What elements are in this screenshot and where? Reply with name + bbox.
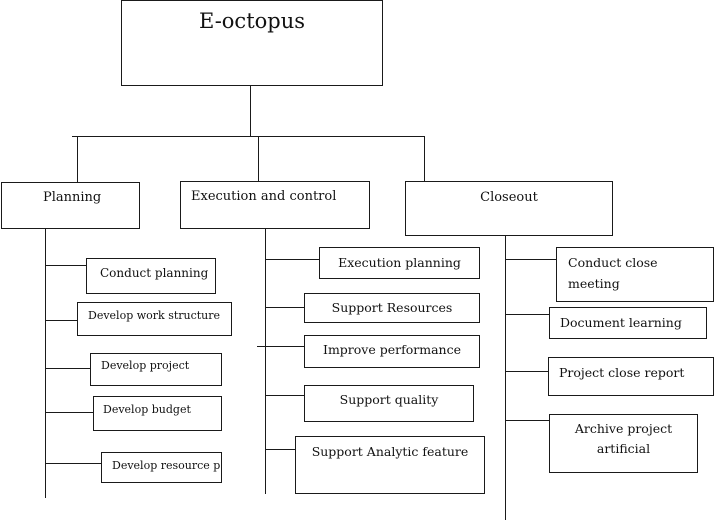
task-node: Improve performance xyxy=(304,335,480,368)
branch-label: Planning xyxy=(43,190,102,205)
tick xyxy=(505,314,550,315)
root-stem xyxy=(250,85,251,137)
task-label: Develop resource p xyxy=(112,459,221,472)
tick xyxy=(45,463,102,464)
task-label: Execution planning xyxy=(338,255,461,270)
task-node: Conduct planning xyxy=(86,258,216,294)
root-node: E-octopus xyxy=(121,0,383,86)
task-label: Develop budget xyxy=(103,403,191,416)
drop-planning xyxy=(77,136,78,182)
task-label: Archive project artificial xyxy=(574,421,673,456)
tick xyxy=(45,412,93,413)
task-label: Develop project xyxy=(101,359,190,372)
task-node: Document learning xyxy=(549,307,707,339)
spine-execution xyxy=(265,228,266,494)
task-label: Support Analytic feature xyxy=(311,444,469,459)
task-node: Develop budget xyxy=(93,396,222,431)
task-label: Develop work structure xyxy=(88,309,221,322)
tick xyxy=(265,307,305,308)
task-node: Support Analytic feature xyxy=(295,436,485,494)
branch-execution: Execution and control xyxy=(180,181,370,229)
task-node: Archive project artificial xyxy=(549,414,698,473)
branch-label: Closeout xyxy=(480,190,538,205)
task-node: Support quality xyxy=(304,385,474,422)
branch-label: Execution and control xyxy=(191,189,337,204)
task-node: Develop project xyxy=(90,353,222,386)
drop-execution xyxy=(258,136,259,181)
task-node: Execution planning xyxy=(319,247,480,279)
tick xyxy=(505,371,548,372)
task-node: Conduct close meeting xyxy=(556,247,714,302)
task-node: Project close report xyxy=(548,357,714,396)
branch-planning: Planning xyxy=(1,182,140,229)
task-label: Project close report xyxy=(559,365,685,380)
task-label: Improve performance xyxy=(323,342,461,357)
tick xyxy=(505,420,550,421)
tick xyxy=(45,265,86,266)
tick xyxy=(265,259,320,260)
branch-closeout: Closeout xyxy=(405,181,613,236)
tick xyxy=(257,346,305,347)
task-node: Develop resource p xyxy=(101,452,222,483)
task-label: Support quality xyxy=(339,392,439,407)
drop-closeout xyxy=(424,136,425,181)
task-label: Conduct planning xyxy=(100,266,209,280)
tick xyxy=(45,320,78,321)
task-label: Conduct close meeting xyxy=(568,255,658,292)
task-label: Document learning xyxy=(560,315,682,330)
tick xyxy=(45,368,90,369)
task-node: Support Resources xyxy=(304,293,480,323)
tick xyxy=(265,395,305,396)
spine-planning xyxy=(45,228,46,498)
root-label: E-octopus xyxy=(198,9,306,33)
spine-closeout xyxy=(505,235,506,520)
task-node: Develop work structure xyxy=(77,302,232,336)
task-label: Support Resources xyxy=(331,300,453,315)
tick xyxy=(265,449,296,450)
branch-bus xyxy=(72,136,425,137)
tick xyxy=(505,259,556,260)
